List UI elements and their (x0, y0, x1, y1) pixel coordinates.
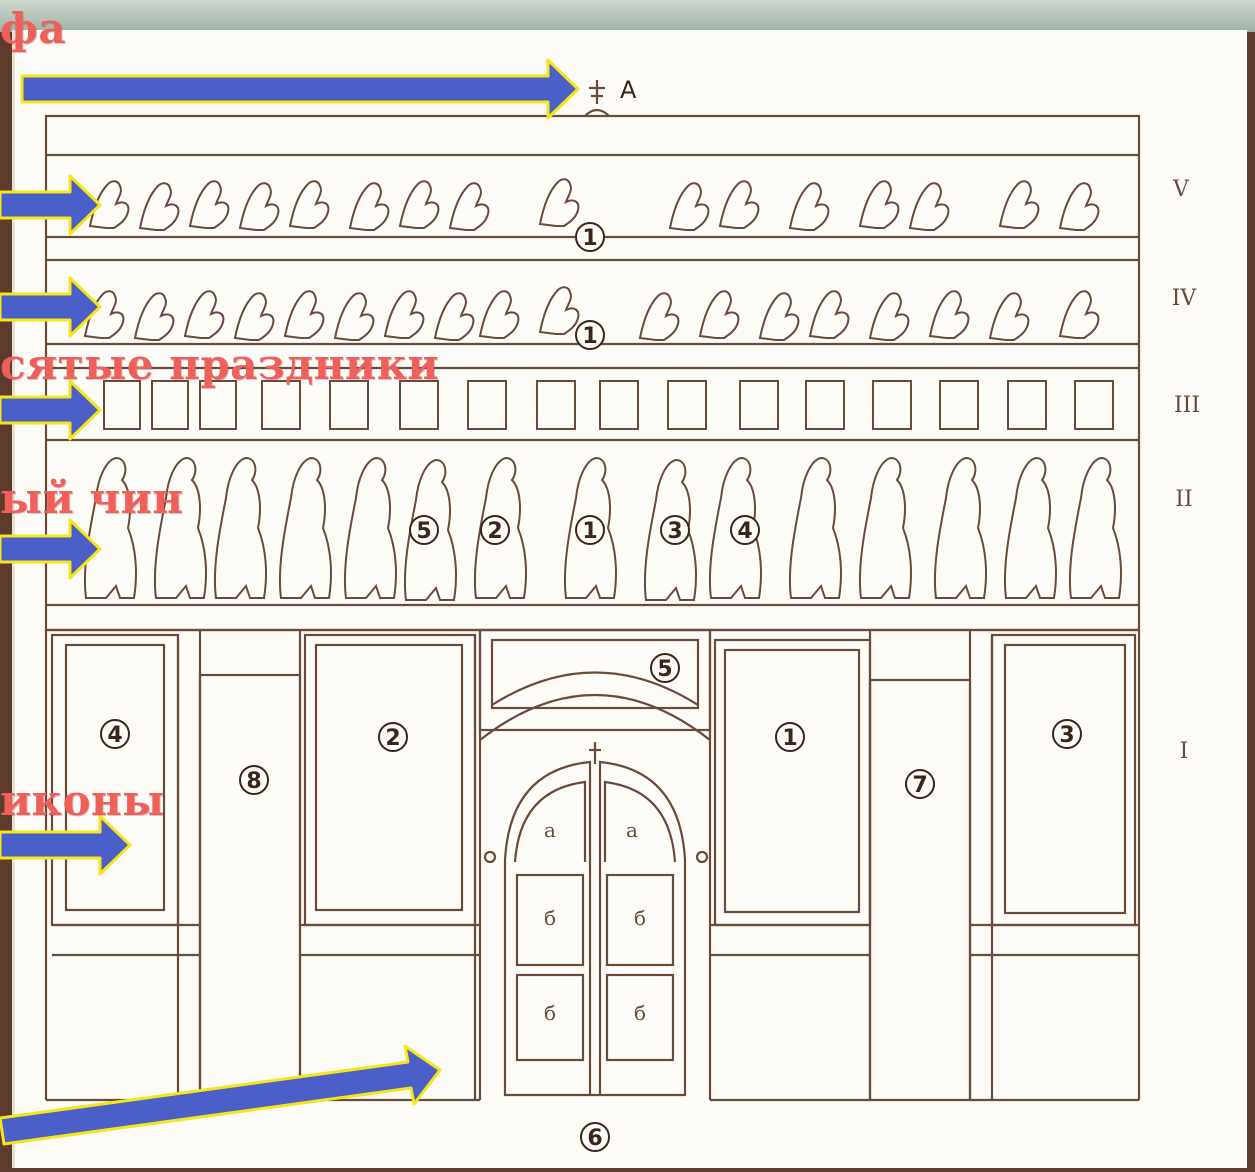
tier-numeral-iv: IV (1172, 286, 1198, 311)
tier1-arch-number: 5 (657, 657, 672, 682)
door-letter-a-left: а (544, 818, 556, 842)
arrow-tier-v (0, 174, 102, 236)
tier-numeral-ii: II (1175, 487, 1192, 512)
tier1-right-door-number: 7 (912, 773, 927, 798)
tier4-center-number: 1 (582, 324, 597, 349)
tier-numeral-i: I (1180, 739, 1189, 764)
label-top: фа (0, 4, 67, 53)
tier2-number-2: 2 (487, 519, 502, 544)
tier2-number-1: 5 (416, 519, 431, 544)
top-marker-label: A (620, 76, 637, 104)
tier1-right-inner-number: 1 (782, 726, 797, 751)
tier2-number-3: 1 (582, 519, 597, 544)
iconostasis-lines (44, 80, 1141, 1102)
tier1-right-outer-number: 3 (1059, 723, 1074, 748)
arrow-tier-i (0, 814, 132, 876)
tier-v-figures (89, 178, 1100, 231)
door-letter-b-3: б (544, 1001, 556, 1025)
bottom-number: 6 (587, 1126, 602, 1151)
tier-numeral-iii: III (1174, 393, 1200, 418)
tier1-left-door-number: 8 (246, 769, 261, 794)
door-letter-a-right: а (626, 818, 638, 842)
arrow-tier-iv (0, 276, 102, 338)
top-band (0, 0, 1255, 32)
door-letter-b-4: б (634, 1001, 646, 1025)
arrow-tier-ii (0, 518, 102, 580)
arrows (0, 58, 580, 1146)
door-letter-b-1: б (544, 906, 556, 930)
tier1-left-outer-number: 4 (107, 723, 122, 748)
tier1-left-inner-number: 2 (385, 726, 400, 751)
tier-iii-squares (103, 380, 1114, 430)
door-letter-b-2: б (634, 906, 646, 930)
tier2-number-4: 3 (667, 519, 682, 544)
label-feasts: сятые праздники (0, 340, 440, 389)
tier5-center-number: 1 (582, 226, 597, 251)
label-deesis: ый чин (0, 474, 184, 523)
diagram-panel (12, 30, 1247, 1168)
tier-numeral-v: V (1172, 177, 1190, 202)
arrow-tier-iii (0, 379, 102, 441)
arrow-bottom (0, 1044, 442, 1146)
arrow-top (20, 58, 580, 120)
label-icons: иконы (0, 776, 165, 825)
tier2-number-5: 4 (737, 519, 752, 544)
